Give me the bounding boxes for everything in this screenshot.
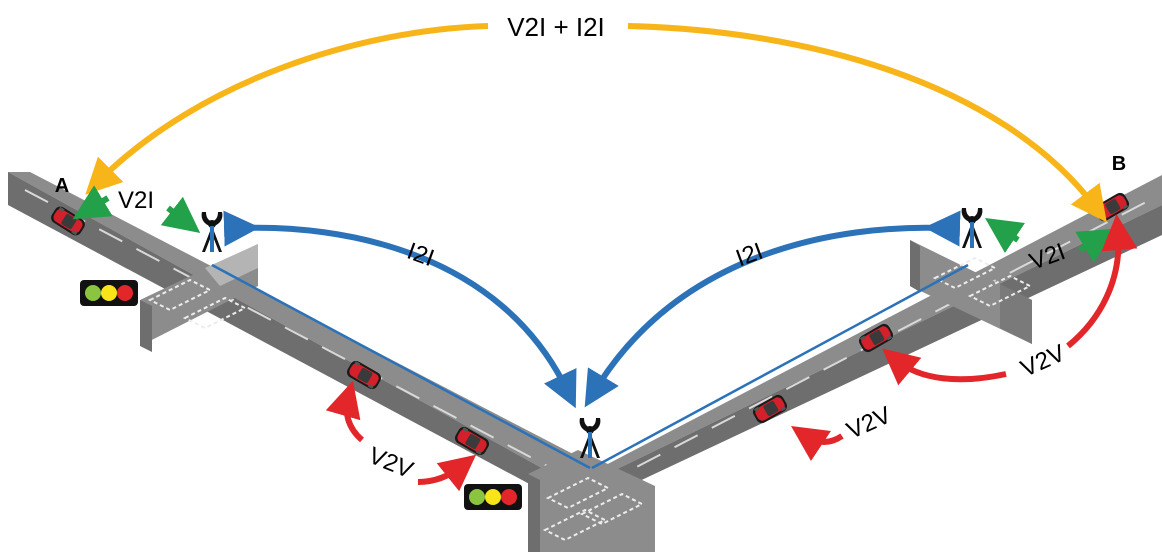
link-i2i-right: I2I [584,210,961,408]
arrow-v2i-left-tower [160,196,201,234]
traffic-light-icon [464,484,522,510]
backhaul-line-left [211,263,591,470]
antenna-tower-icon [201,212,223,252]
intersection-center [528,450,655,552]
traffic-light-icon [80,280,138,306]
antenna-tower-icon [961,208,983,248]
arc-v2v-left-right [417,454,477,492]
arc-v2v-right-lower [882,348,1007,386]
arc-v2i-i2i-right [627,23,1107,223]
arc-v2v-left-up [325,380,365,443]
arrow-v2i-right-car [1075,228,1116,263]
label-v2v-right-top: V2V [1017,340,1069,383]
arc-v2v-right-upper [1066,214,1138,349]
label-v2v-left: V2V [365,442,417,484]
road-left [8,172,600,510]
node-label-a: A [55,175,69,197]
link-v2v-right-mid: V2V [791,402,895,461]
arc-i2i-left [223,210,577,409]
arrow-v2i-left-car [72,185,113,220]
backhaul-line-right [591,263,969,470]
antenna-tower-icon [579,418,601,458]
arc-v2i-i2i-left [85,23,489,195]
node-label-b: B [1112,153,1126,175]
arc-i2i-right [584,210,961,408]
label-v2i-i2i: V2I + I2I [507,12,605,42]
arrow-v2i-right-tower [985,218,1025,253]
arc-v2v-right-mid [791,426,844,461]
link-v2i-i2i: V2I + I2I [85,12,1107,223]
road-network [8,172,1162,552]
label-i2i-left: I2I [403,238,437,272]
label-v2v-right-mid: V2V [843,402,895,445]
link-v2i-left: V2I [72,185,201,234]
label-v2i-left: V2I [118,187,154,214]
